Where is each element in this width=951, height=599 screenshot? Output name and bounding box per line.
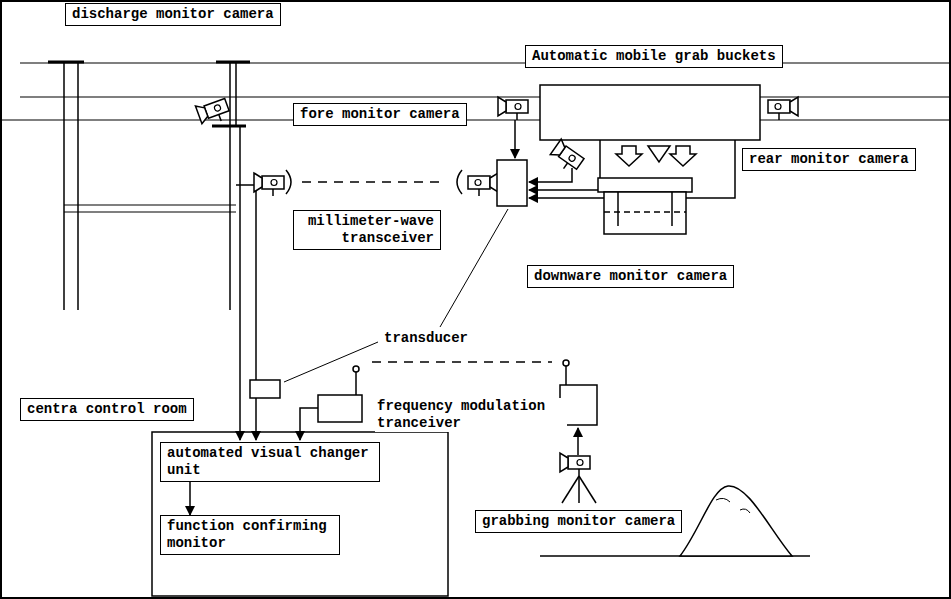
label-box: downware monitor camera xyxy=(527,265,734,288)
fm-link-part xyxy=(353,366,359,372)
overhead-wires-part xyxy=(0,119,951,120)
grabbing-camera-part xyxy=(560,453,590,476)
box-label: automated visual changer unit xyxy=(167,445,373,479)
grab-bucket-crane-part xyxy=(768,97,798,120)
discharge-camera-part xyxy=(195,96,231,128)
label-box: function confirming monitor xyxy=(160,515,340,555)
grab-bucket-crane-part xyxy=(548,139,586,175)
poles-part xyxy=(63,62,65,310)
box-label: fore monitor camera xyxy=(300,106,460,123)
box-label: millimeter-wave transceiver xyxy=(300,213,434,247)
grab-bucket-crane-part xyxy=(671,192,673,226)
coal-pile-part xyxy=(716,498,750,513)
grabbing-camera xyxy=(560,453,596,503)
transducer-leaders xyxy=(284,209,508,382)
overhead-wires-part xyxy=(64,204,236,205)
box-label: centra control room xyxy=(27,401,187,418)
millimeter-wave-link-part xyxy=(286,170,291,194)
label-box: discharge monitor camera xyxy=(65,3,281,26)
label-box: Automatic mobile grab buckets xyxy=(525,45,783,68)
fm-link-part xyxy=(318,395,362,422)
free-label: frequency modulation tranceiver xyxy=(375,398,567,432)
camera-wires xyxy=(240,120,735,455)
discharge-camera xyxy=(195,96,246,128)
camera-wires-part xyxy=(255,190,257,380)
box-label: Automatic mobile grab buckets xyxy=(532,48,776,65)
grab-bucket-crane-part xyxy=(604,192,686,234)
poles-part xyxy=(235,62,237,125)
coal-pile-part xyxy=(680,486,792,556)
grab-bucket-crane-part xyxy=(598,178,692,192)
box-label: function confirming monitor xyxy=(167,518,333,552)
grab-bucket-crane-part xyxy=(604,211,686,213)
grab-bucket-crane-part xyxy=(616,146,642,166)
overhead-wires-part xyxy=(64,211,236,212)
millimeter-wave-link-part xyxy=(250,380,280,398)
label-box: millimeter-wave transceiver xyxy=(293,210,441,250)
camera-wires-part xyxy=(577,428,579,455)
millimeter-wave-link-part xyxy=(457,170,462,194)
label-box: fore monitor camera xyxy=(293,103,467,126)
free-label: transducer xyxy=(382,330,470,347)
millimeter-wave-link-part xyxy=(468,173,498,196)
fm-link-part xyxy=(565,366,567,385)
millimeter-wave-link-part xyxy=(302,181,444,183)
discharge-camera-part xyxy=(212,125,246,128)
box-label: discharge monitor camera xyxy=(72,6,274,23)
overhead-wires-part xyxy=(20,62,951,63)
fm-link-part xyxy=(563,360,569,366)
box-label: rear monitor camera xyxy=(749,151,909,168)
grab-bucket-crane-part xyxy=(670,146,696,166)
grab-bucket-crane-part xyxy=(648,146,670,162)
camera-wires-part xyxy=(255,398,257,440)
label-box: rear monitor camera xyxy=(742,148,916,171)
camera-wires-part xyxy=(239,126,241,440)
millimeter-wave-link xyxy=(236,160,527,398)
label-box: automated visual changer unit xyxy=(160,442,380,482)
millimeter-wave-link-part xyxy=(254,173,284,196)
fm-link-part xyxy=(372,361,552,363)
grabbing-camera-part xyxy=(578,476,580,503)
label-box: centra control room xyxy=(20,398,194,421)
overhead-wires xyxy=(0,63,951,212)
millimeter-wave-link-part xyxy=(497,160,527,206)
overhead-wires-part xyxy=(20,96,951,97)
box-label: grabbing monitor camera xyxy=(482,513,675,530)
fm-link-part xyxy=(355,372,357,395)
poles-part xyxy=(216,61,250,64)
box-label: downware monitor camera xyxy=(534,268,727,285)
camera-wires-part xyxy=(529,168,572,182)
grab-bucket-crane-part xyxy=(617,192,619,226)
grab-bucket-crane-part xyxy=(540,85,760,140)
poles xyxy=(48,62,250,310)
control-room-box xyxy=(152,432,448,596)
grabbing-camera-part xyxy=(579,476,596,503)
transducer-leaders-part xyxy=(284,342,378,382)
camera-wires-part xyxy=(300,408,318,440)
label-box: grabbing monitor camera xyxy=(475,510,682,533)
transducer-leaders-part xyxy=(440,209,508,327)
poles-part xyxy=(229,62,231,310)
grab-bucket-crane-part xyxy=(498,97,528,120)
connector-arrow xyxy=(189,482,191,515)
poles-part xyxy=(77,62,79,310)
grabbing-camera-part xyxy=(562,476,579,503)
camera-wires-part xyxy=(514,120,516,158)
